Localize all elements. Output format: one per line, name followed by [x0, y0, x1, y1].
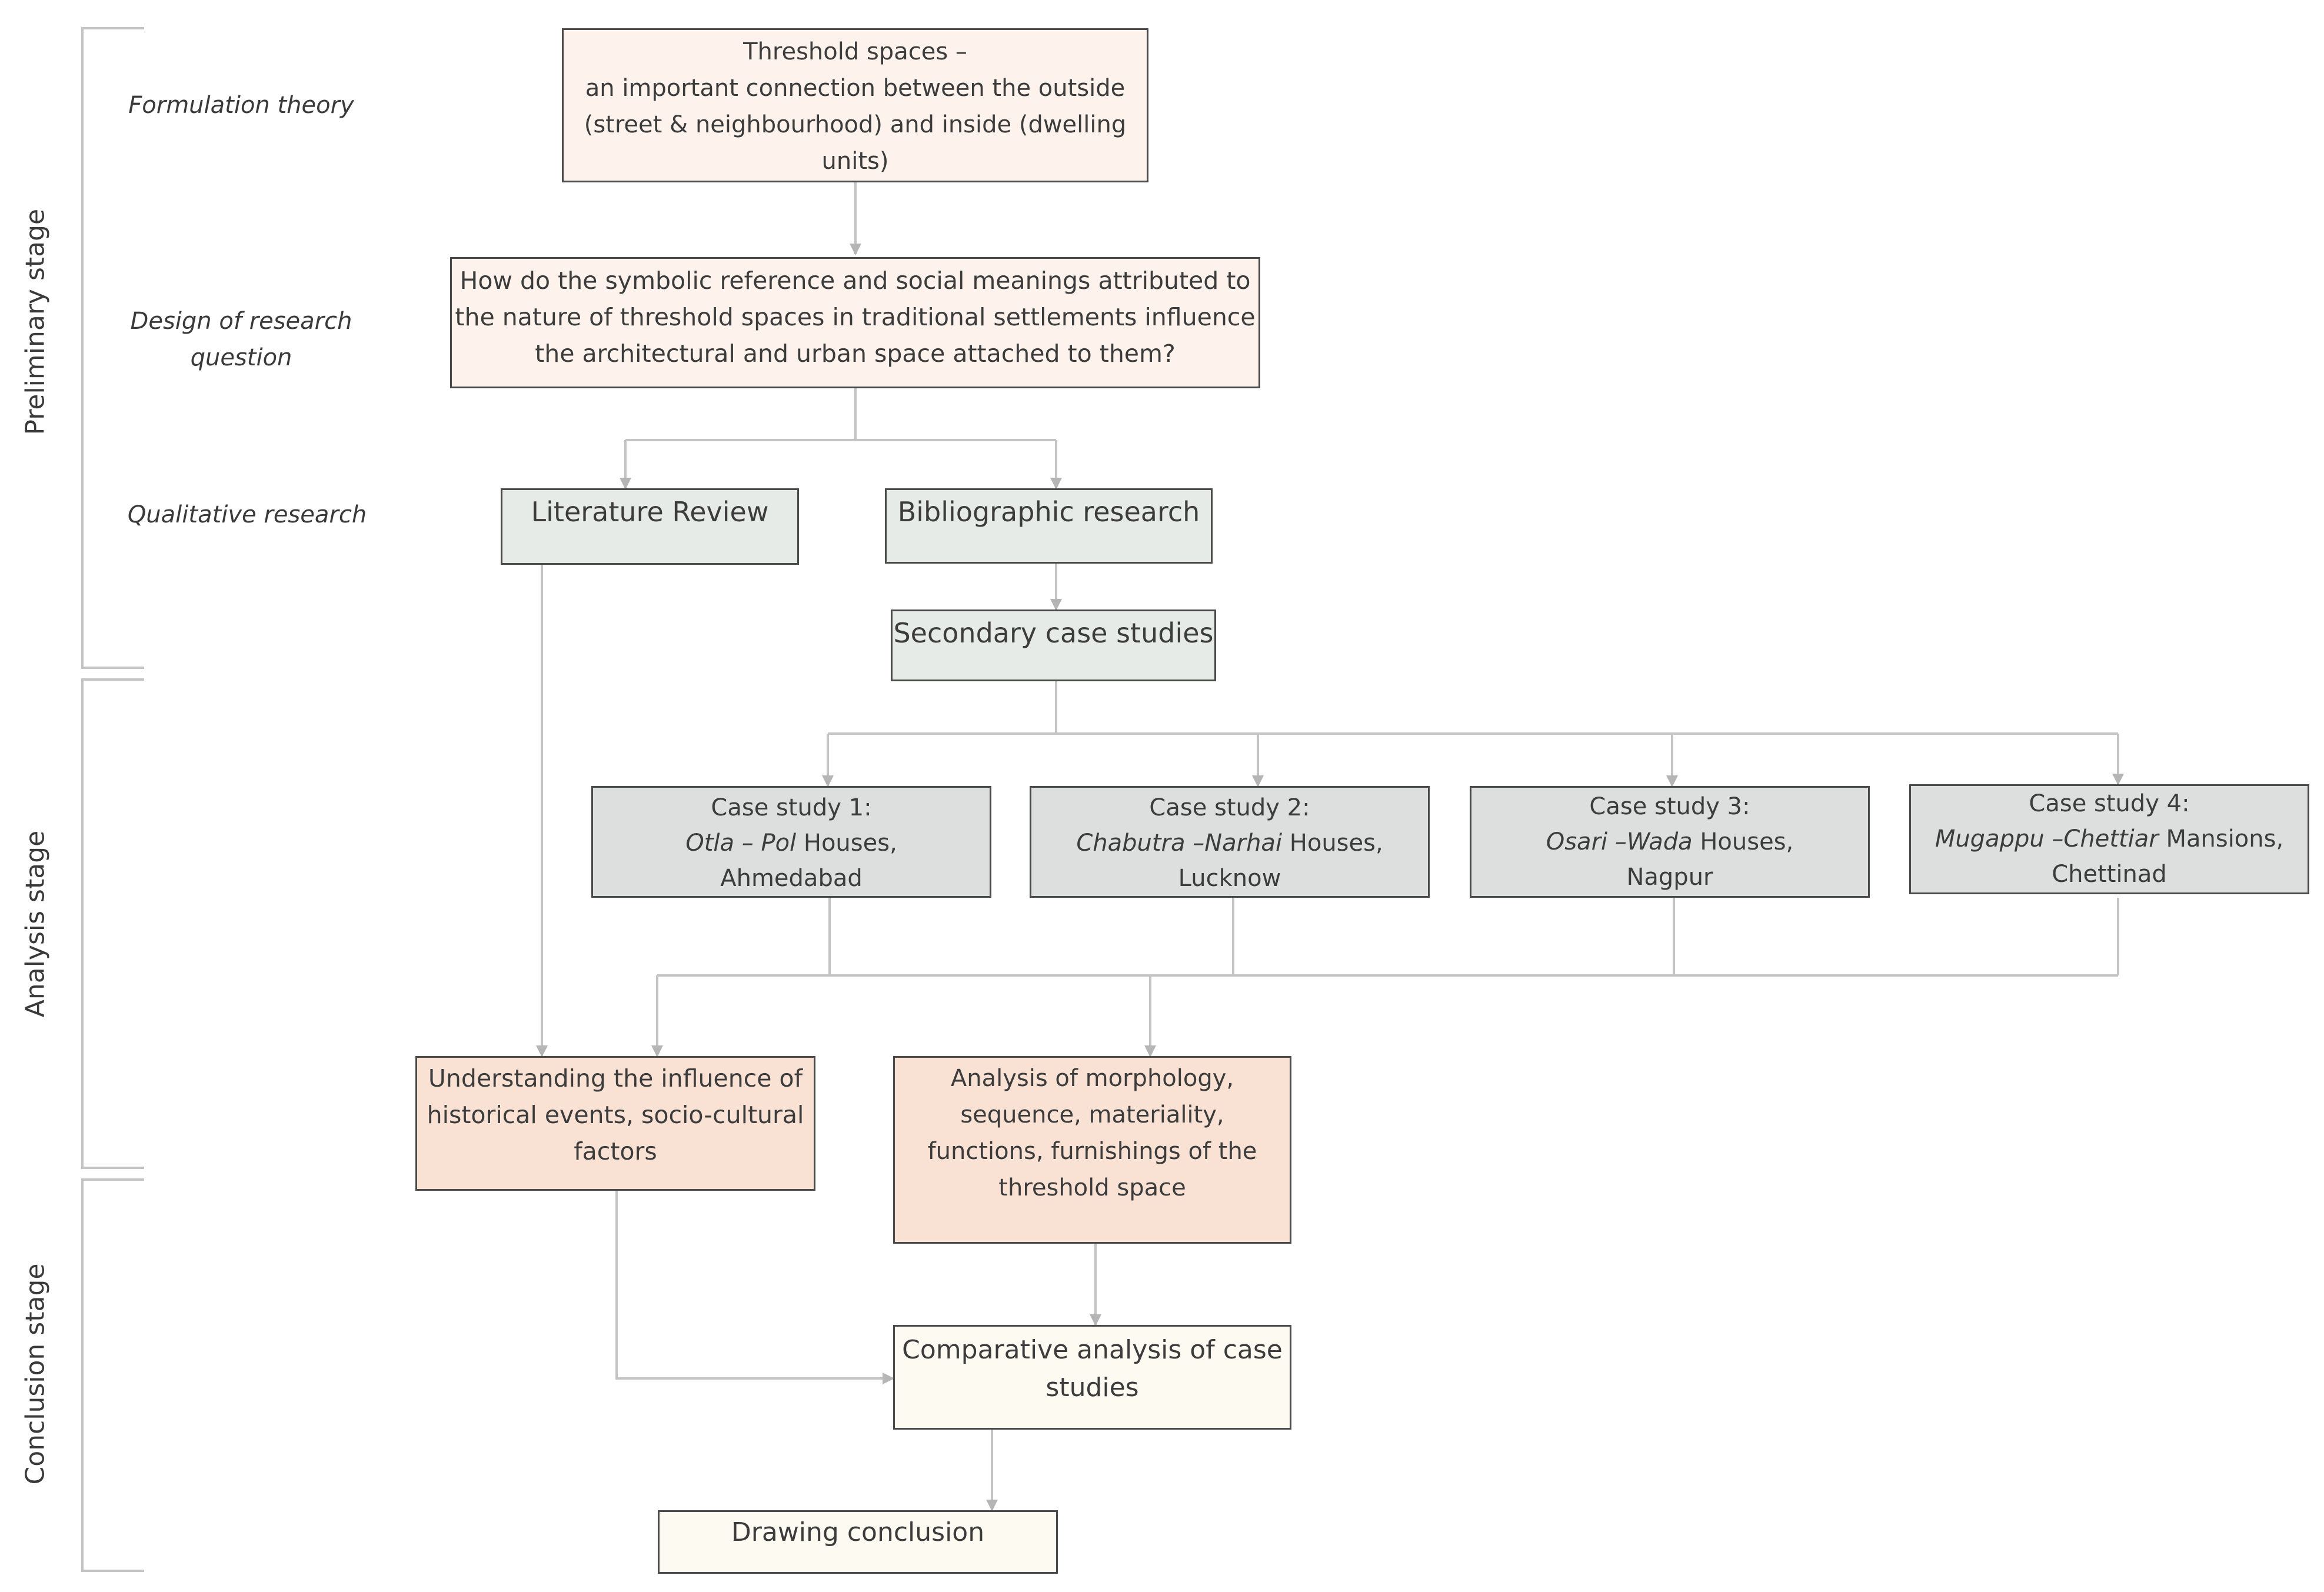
case-study-3-box: Case study 3: Osari –Wada Houses, Nagpur — [1470, 786, 1870, 898]
stage-label-analysis: Analysis stage — [20, 830, 51, 1018]
understanding-line1: Understanding the influence of — [428, 1064, 803, 1093]
row-label-qualitative: Qualitative research — [127, 501, 367, 528]
case2-subtitle: Chabutra –Narhai Houses, — [1076, 825, 1383, 861]
understanding-influence-box: Understanding the influence of historica… — [415, 1056, 815, 1191]
case4-rest: Mansions, — [2158, 825, 2284, 852]
drawing-conclusion-box: Drawing conclusion — [658, 1510, 1058, 1574]
case2-place: Lucknow — [1178, 865, 1281, 892]
analysis-line3: functions, furnishings of the — [927, 1138, 1257, 1165]
comparative-line1: Comparative analysis of case — [902, 1335, 1283, 1365]
case1-place: Ahmedabad — [720, 865, 863, 892]
case3-subtitle: Osari –Wada Houses, — [1546, 824, 1794, 860]
threshold-line1: Threshold spaces – — [743, 38, 967, 65]
threshold-line4: units) — [821, 148, 889, 175]
case-study-4-box: Case study 4: Mugappu –Chettiar Mansions… — [1909, 784, 2309, 894]
case3-rest: Houses, — [1692, 828, 1794, 855]
case3-term: Osari –Wada — [1546, 828, 1693, 855]
case1-term: Otla – Pol — [685, 830, 797, 857]
analysis-line4: threshold space — [998, 1174, 1186, 1201]
morphology-analysis-box: Analysis of morphology, sequence, materi… — [893, 1056, 1291, 1244]
row-label-formulation: Formulation theory — [128, 92, 354, 119]
case1-subtitle: Otla – Pol Houses, — [685, 825, 897, 861]
case-study-1-box: Case study 1: Otla – Pol Houses, Ahmedab… — [591, 786, 991, 898]
question-line2: the nature of threshold spaces in tradit… — [455, 303, 1256, 331]
bibliographic-research-label: Bibliographic research — [897, 496, 1200, 528]
case2-title: Case study 2: — [1149, 794, 1310, 821]
comparative-analysis-box: Comparative analysis of case studies — [893, 1325, 1291, 1430]
question-line3: the architectural and urban space attach… — [535, 339, 1176, 368]
case4-place: Chettinad — [2052, 861, 2167, 888]
stage-label-preliminary: Preliminary stage — [20, 208, 51, 435]
literature-review-box: Literature Review — [501, 488, 799, 565]
bracket-analysis — [81, 678, 144, 1169]
case1-title: Case study 1: — [711, 794, 872, 821]
bracket-conclusion — [81, 1178, 144, 1572]
threshold-line2: an important connection between the outs… — [585, 75, 1126, 102]
case4-title: Case study 4: — [2029, 790, 2190, 817]
row-label-design-line2: question — [190, 344, 292, 371]
threshold-spaces-box: Threshold spaces – an important connecti… — [562, 28, 1148, 182]
case2-rest: Houses, — [1282, 830, 1383, 857]
understanding-line2: historical events, socio-cultural — [427, 1101, 804, 1129]
case4-subtitle: Mugappu –Chettiar Mansions, — [1935, 821, 2283, 857]
row-label-design-line1: Design of research — [130, 308, 352, 335]
secondary-case-studies-label: Secondary case studies — [893, 617, 1214, 649]
threshold-line3: (street & neighbourhood) and inside (dwe… — [584, 111, 1127, 138]
bracket-preliminary — [81, 27, 144, 669]
drawing-conclusion-label: Drawing conclusion — [731, 1517, 985, 1547]
case4-term: Mugappu –Chettiar — [1935, 825, 2159, 852]
case3-title: Case study 3: — [1589, 793, 1750, 820]
comparative-line2: studies — [1046, 1373, 1139, 1403]
bibliographic-research-box: Bibliographic research — [885, 488, 1213, 564]
analysis-line2: sequence, materiality, — [960, 1101, 1224, 1128]
literature-review-label: Literature Review — [531, 496, 769, 528]
research-question-box: How do the symbolic reference and social… — [450, 257, 1260, 388]
case-study-2-box: Case study 2: Chabutra –Narhai Houses, L… — [1030, 786, 1430, 898]
stage-label-conclusion: Conclusion stage — [20, 1263, 51, 1485]
case3-place: Nagpur — [1626, 864, 1713, 891]
case2-term: Chabutra –Narhai — [1076, 830, 1283, 857]
understanding-line3: factors — [574, 1137, 657, 1165]
arrow-understanding-comparative — [615, 1191, 894, 1384]
case1-rest: Houses, — [796, 830, 897, 857]
secondary-case-studies-box: Secondary case studies — [891, 610, 1216, 681]
row-label-design: Design of research question — [94, 303, 388, 376]
analysis-line1: Analysis of morphology, — [950, 1065, 1234, 1092]
question-line1: How do the symbolic reference and social… — [460, 267, 1251, 295]
